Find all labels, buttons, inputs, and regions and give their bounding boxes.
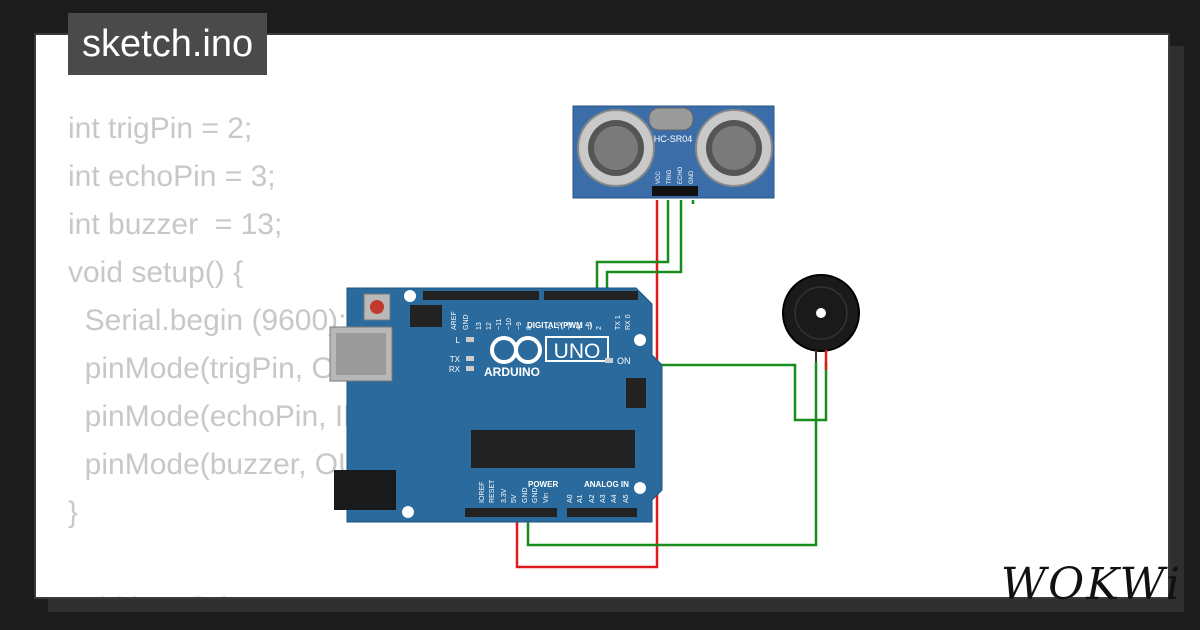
code-line: int echoPin = 3;: [68, 160, 276, 193]
sensor-pin-label: ECHO: [678, 166, 684, 184]
mounting-hole: [404, 290, 416, 302]
bottom-pin-label: A0: [567, 494, 574, 503]
top-pin-label: ~10: [506, 318, 513, 330]
bottom-pin-label: Vin: [543, 493, 550, 503]
mounting-hole: [402, 506, 414, 518]
top-pin-label: 12: [486, 322, 493, 330]
code-line: Serial.begin (9600);: [68, 304, 347, 337]
bottom-pin-label: 3.3V: [501, 488, 508, 503]
bottom-pin-label: A4: [611, 494, 618, 503]
arduino-uno-board[interactable]: UNO ARDUINO DIGITAL (PWM ~) ON POWER ANA…: [329, 287, 663, 523]
code-line: int buzzer = 13;: [68, 208, 283, 241]
top-pin-label: 2: [596, 326, 603, 330]
crystal-oscillator: [648, 107, 694, 131]
mounting-hole: [634, 334, 646, 346]
sensor-pin-label: VCC: [656, 171, 662, 184]
bottom-pin-label: 5V: [511, 494, 518, 503]
sensor-header: [652, 186, 698, 196]
code-line: }: [68, 496, 79, 529]
bottom-pin-label: A3: [600, 494, 607, 503]
wire-trig-green[interactable]: [595, 200, 670, 298]
digital-header-right[interactable]: [544, 291, 638, 300]
wire-buzzer-gnd[interactable]: [526, 362, 818, 547]
bottom-pin-label: IOREF: [479, 482, 486, 503]
arduino-logo-icon: [490, 336, 542, 364]
mounting-hole: [634, 482, 646, 494]
file-name-tab[interactable]: sketch.ino: [68, 13, 268, 75]
digital-label: DIGITAL (PWM ~): [527, 321, 593, 330]
icsp-header-right: [626, 378, 646, 408]
bottom-pin-label: A2: [589, 494, 596, 503]
analog-header[interactable]: [567, 508, 637, 517]
sensor-pin-label: TRIG: [667, 169, 673, 184]
status-led: [466, 356, 474, 361]
led-label: L: [456, 336, 461, 345]
top-pin-label: ~5: [566, 322, 573, 330]
status-led: [466, 366, 474, 371]
on-led: [605, 358, 613, 363]
top-pin-label: GND: [463, 314, 470, 330]
code-line: void setup() {: [68, 256, 244, 289]
bottom-pin-label: GND: [532, 487, 539, 503]
top-pin-label: TX 1: [615, 315, 622, 330]
top-pin-label: 4: [576, 326, 583, 330]
top-pin-label: ~9: [516, 322, 523, 330]
uno-badge: [545, 336, 609, 362]
power-label: POWER: [528, 480, 558, 489]
status-led: [466, 337, 474, 342]
wokwi-logo: WOKWi: [1000, 559, 1182, 610]
board-brand-label: ARDUINO: [484, 365, 540, 379]
on-led-label: ON: [617, 356, 631, 366]
top-pin-label: 13: [476, 322, 483, 330]
led-label: RX: [449, 365, 461, 374]
atmega-chip: [471, 430, 635, 468]
code-line: void loop() {: [68, 585, 456, 597]
sensor-model-label: HC-SR04: [654, 134, 693, 144]
board-model-label: UNO: [554, 340, 601, 363]
top-pin-label: AREF: [451, 311, 458, 330]
code-preview: int trigPin = 2; int echoPin = 3; int buzz…: [68, 105, 456, 597]
bottom-pin-label: A1: [577, 494, 584, 503]
buzzer-center: [816, 308, 826, 318]
piezo-buzzer[interactable]: [782, 274, 860, 362]
top-pin-label: ~6: [556, 322, 563, 330]
bottom-pin-label: GND: [522, 487, 529, 503]
wire-echo-green[interactable]: [605, 200, 683, 298]
power-jack: [334, 470, 396, 510]
top-pin-label: ~11: [496, 319, 503, 330]
bottom-pin-label: A5: [623, 494, 630, 503]
sensor-pin-label: GND: [689, 170, 695, 184]
power-header[interactable]: [465, 508, 557, 517]
icsp-header-top: [410, 305, 442, 327]
top-pin-label: 8: [526, 326, 533, 330]
digital-header-left[interactable]: [423, 291, 539, 300]
code-line: int trigPin = 2;: [68, 112, 253, 145]
sensor-pin-labels: VCC TRIG ECHO GND: [656, 166, 695, 184]
bottom-pin-label: RESET: [489, 479, 496, 503]
top-pin-label: ~3: [586, 322, 593, 330]
top-pin-label: RX 0: [625, 314, 632, 330]
led-label: TX: [450, 355, 461, 364]
analog-label: ANALOG IN: [584, 480, 629, 489]
top-pin-label: 7: [546, 326, 553, 330]
hc-sr04-sensor[interactable]: HC-SR04 VCC TRIG ECHO GND: [572, 105, 775, 199]
